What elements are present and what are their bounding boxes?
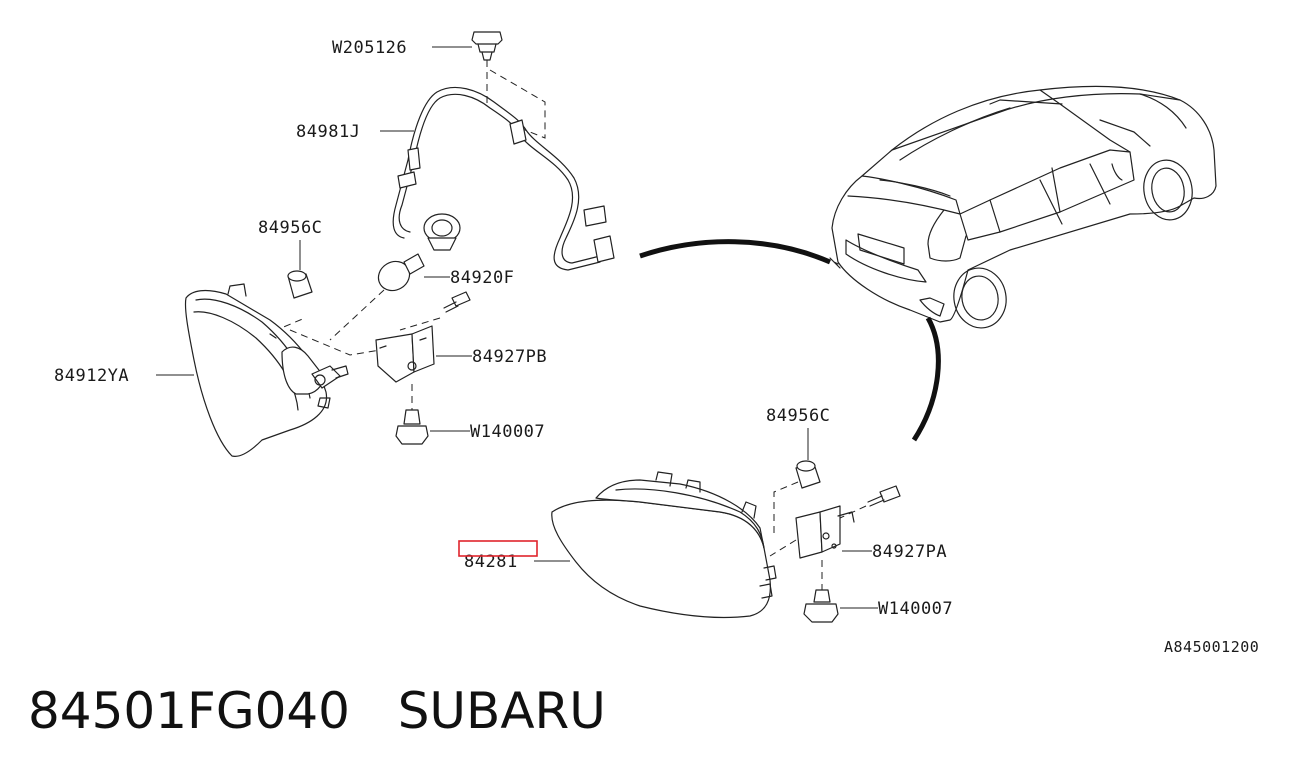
car-illustration <box>829 85 1217 329</box>
label-84912ya: 84912YA <box>54 366 129 386</box>
caption-part-number: 84501FG040 <box>28 682 350 740</box>
fog-lamp-84912ya[interactable] <box>184 283 349 457</box>
label-84927pa: 84927PA <box>872 542 947 562</box>
caption-brand: SUBARU <box>397 682 606 740</box>
label-84956c-top: 84956C <box>258 218 322 238</box>
grommet-84956c-top[interactable] <box>287 270 313 299</box>
label-84927pb: 84927PB <box>472 347 547 367</box>
bulb-84920f[interactable] <box>373 253 425 296</box>
clip-w205126[interactable] <box>471 31 503 61</box>
grommet-84956c-bottom[interactable] <box>795 460 821 489</box>
harness-84981j[interactable] <box>392 86 615 271</box>
label-84956c-bottom: 84956C <box>766 406 830 426</box>
arc-left <box>639 239 831 265</box>
label-w205126: W205126 <box>332 38 407 58</box>
label-w140007-bottom: W140007 <box>878 599 953 619</box>
diagram-code: A845001200 <box>1164 638 1259 656</box>
bracket-84927pa[interactable] <box>795 505 855 559</box>
arc-right <box>911 316 941 442</box>
bracket-84927pb[interactable] <box>375 325 435 383</box>
fog-lamp-84281[interactable] <box>551 471 777 619</box>
bolt-w140007-top[interactable] <box>395 409 429 445</box>
label-84281: 84281 <box>464 552 518 572</box>
screw-bottom-right[interactable] <box>867 485 901 507</box>
label-84981j: 84981J <box>296 122 360 142</box>
screw-top-right[interactable] <box>443 291 471 313</box>
caption: 84501FG040 SUBARU <box>28 682 606 740</box>
highlight-box-84281 <box>458 540 538 557</box>
label-w140007-top: W140007 <box>470 422 545 442</box>
label-84920f: 84920F <box>450 268 514 288</box>
bolt-w140007-bottom[interactable] <box>803 589 839 623</box>
